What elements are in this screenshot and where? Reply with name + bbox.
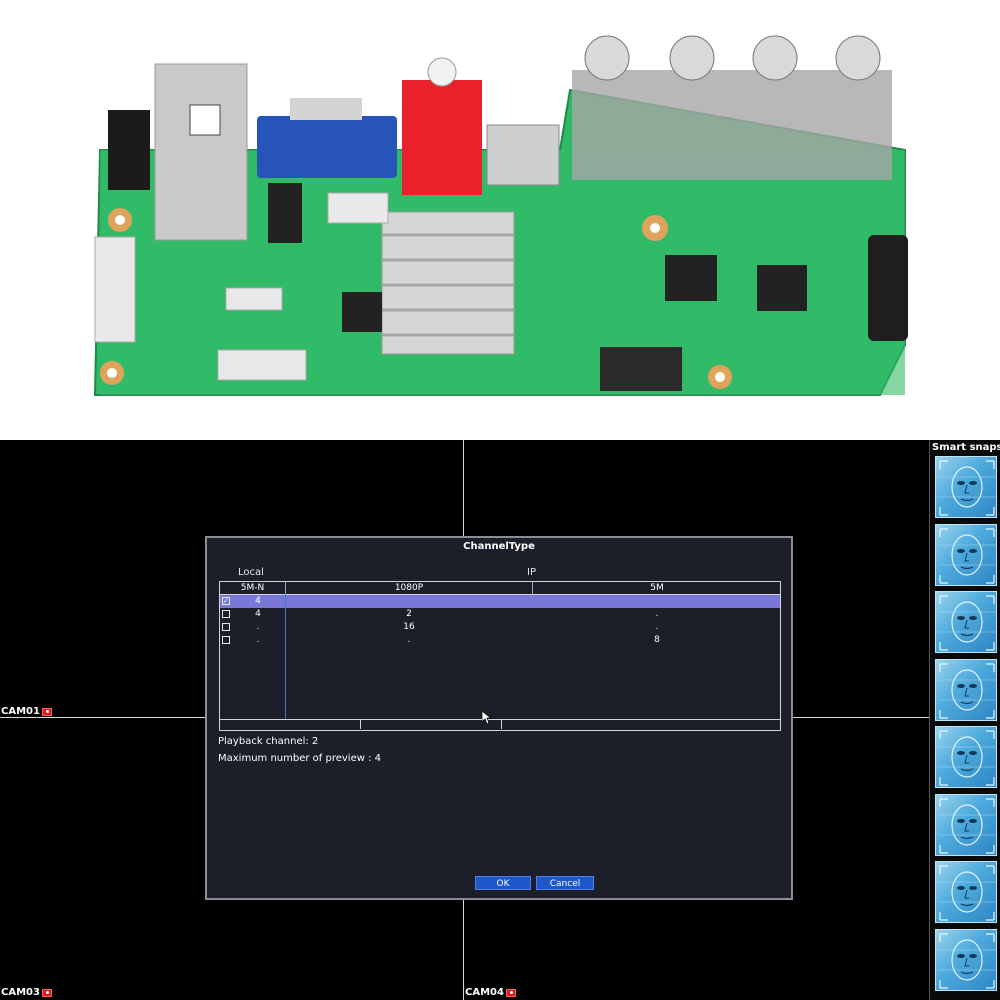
max-preview-label: Maximum number of preview xyxy=(218,753,365,764)
column-divider xyxy=(285,582,286,594)
row-checkbox[interactable]: ✓ xyxy=(222,597,230,605)
mounting-holes xyxy=(100,208,732,389)
cell-1080p: . xyxy=(407,635,411,645)
face-scan-icon xyxy=(938,595,996,651)
heatsink xyxy=(381,211,515,355)
camera-name: CAM03 xyxy=(1,987,40,998)
camera-name: CAM04 xyxy=(465,987,504,998)
column-header-1080p: 1080P xyxy=(394,583,424,593)
face-scan-icon xyxy=(938,865,996,921)
snapshot-thumbnail[interactable] xyxy=(935,658,997,721)
max-preview-text: Maximum number of preview : 4 xyxy=(218,753,381,764)
vga-shell xyxy=(290,98,362,120)
vga-port xyxy=(257,116,397,178)
cell-local: 4 xyxy=(255,609,261,619)
sata-port xyxy=(600,347,682,391)
table-row[interactable]: .. 8 xyxy=(220,634,780,647)
camera-label-cam03[interactable]: CAM03 xyxy=(1,987,52,998)
column-divider xyxy=(532,582,533,594)
table-row[interactable]: 4 2. xyxy=(220,608,780,621)
cell-5m: 8 xyxy=(654,635,660,645)
scrollbar-thumb[interactable] xyxy=(360,720,502,729)
header-divider xyxy=(220,594,780,595)
dialog-title: ChannelType xyxy=(463,541,535,552)
record-icon xyxy=(41,707,52,716)
snapshot-thumbnail[interactable] xyxy=(935,928,997,991)
hdmi-port xyxy=(486,124,560,186)
smart-snapshot-panel: Smart snapsho xyxy=(929,440,1000,1000)
column-header-5m: 5M xyxy=(650,583,664,593)
cell-local: 4 xyxy=(255,596,261,606)
table-row[interactable]: . 16. xyxy=(220,621,780,634)
face-scan-icon xyxy=(938,797,996,854)
snapshot-thumbnail[interactable] xyxy=(935,456,997,518)
table-row[interactable]: ✓4 xyxy=(220,595,780,608)
face-scan-icon xyxy=(938,460,996,516)
local-group-header: Local xyxy=(238,567,264,578)
snapshot-thumbnail[interactable] xyxy=(935,726,997,788)
ethernet-port xyxy=(154,63,248,241)
ip-group-header: IP xyxy=(527,567,536,578)
cancel-button[interactable]: Cancel xyxy=(536,876,594,890)
snapshot-thumbnail[interactable] xyxy=(935,861,997,923)
face-scan-icon xyxy=(938,527,996,584)
qr-code xyxy=(189,104,221,136)
record-icon xyxy=(505,988,516,997)
cell-1080p: 16 xyxy=(403,622,415,632)
side-connector xyxy=(94,236,136,343)
rca-audio-port xyxy=(402,80,482,195)
camera-label-cam01[interactable]: CAM01 xyxy=(1,706,52,717)
header-connector xyxy=(327,192,389,224)
playback-channel-text: Playback channel: 2 xyxy=(218,736,319,747)
face-scan-icon xyxy=(938,730,996,786)
cell-5m: . xyxy=(655,622,659,632)
local-column-divider xyxy=(285,594,286,719)
face-scan-icon xyxy=(938,932,996,989)
face-scan-icon xyxy=(938,662,996,719)
bnc-connectors xyxy=(572,35,892,180)
camera-label-cam04[interactable]: CAM04 xyxy=(465,987,516,998)
small-connector xyxy=(225,287,283,311)
camera-name: CAM01 xyxy=(1,706,40,717)
row-checkbox[interactable] xyxy=(222,636,230,644)
chip-1 xyxy=(665,255,717,301)
row-checkbox[interactable] xyxy=(222,623,230,631)
horizontal-scrollbar[interactable] xyxy=(220,719,780,730)
mouse-cursor-icon xyxy=(482,711,492,725)
cell-local: . xyxy=(256,622,260,632)
front-connector xyxy=(217,349,307,381)
cell-5m: . xyxy=(655,609,659,619)
dvr-screen: CAM01 CAM03 CAM04 Smart snapsho ChannelT… xyxy=(0,440,1000,1000)
snapshot-thumbnail[interactable] xyxy=(935,591,997,653)
snapshot-panel-title: Smart snapsho xyxy=(932,442,1000,453)
product-photo xyxy=(0,0,1000,440)
chip-2 xyxy=(757,265,807,311)
cell-local: . xyxy=(256,635,260,645)
cell-1080p: 2 xyxy=(406,609,412,619)
row-checkbox[interactable] xyxy=(222,610,230,618)
snapshot-thumbnail[interactable] xyxy=(935,523,997,586)
snapshot-thumbnail[interactable] xyxy=(935,793,997,856)
power-jack xyxy=(108,110,150,190)
record-icon xyxy=(41,988,52,997)
chip-3 xyxy=(268,183,302,243)
chip-4 xyxy=(342,292,382,332)
ok-button[interactable]: OK xyxy=(475,876,531,890)
dvr-board-illustration xyxy=(93,35,908,396)
max-preview-value: : 4 xyxy=(368,753,382,764)
battery-holder xyxy=(868,235,908,341)
column-header-local: 5M-N xyxy=(240,583,265,593)
